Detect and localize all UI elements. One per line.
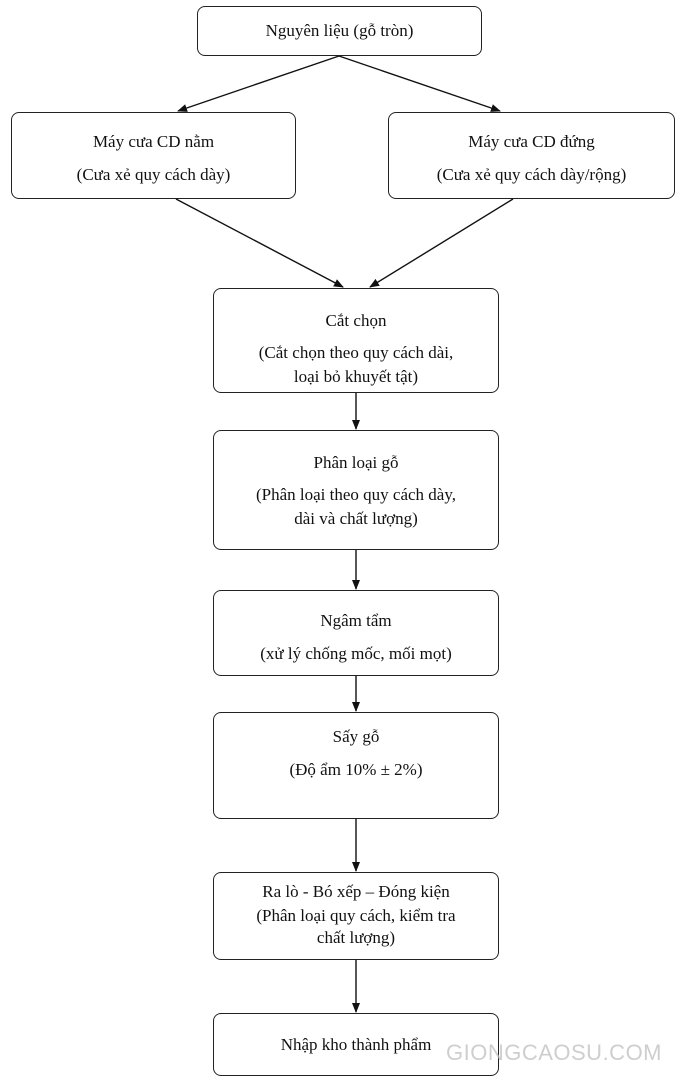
node-packing: Ra lò - Bó xếp – Đóng kiện (Phân loại qu… — [213, 872, 499, 960]
node-vertical-saw-title: Máy cưa CD đứng — [468, 132, 595, 151]
node-vertical-saw: Máy cưa CD đứng (Cưa xẻ quy cách dày/rộn… — [388, 112, 675, 199]
node-cross-cut: Cắt chọn (Cắt chọn theo quy cách dài, lo… — [213, 288, 499, 393]
watermark: GIONGCAOSU.COM — [446, 1040, 663, 1065]
node-drying: Sấy gỗ (Độ ẩm 10% ± 2%) — [213, 712, 499, 819]
node-vertical-saw-detail: (Cưa xẻ quy cách dày/rộng) — [436, 165, 627, 184]
node-cross-cut-title: Cắt chọn — [325, 311, 387, 330]
node-horizontal-saw: Máy cưa CD nằm (Cưa xẻ quy cách dày) — [11, 112, 296, 199]
arrow-raw-to-vertical-saw — [338, 55, 501, 112]
node-soaking: Ngâm tẩm (xử lý chống mốc, mối mọt) — [213, 590, 499, 676]
node-drying-detail: (Độ ẩm 10% ± 2%) — [289, 760, 423, 779]
node-warehouse: Nhập kho thành phẩm — [213, 1013, 499, 1076]
node-warehouse-title: Nhập kho thành phẩm — [280, 1034, 432, 1054]
node-packing-detail-line-2: chất lượng) — [316, 928, 396, 947]
arrow-raw-to-horizontal-saw — [177, 55, 340, 112]
node-sorting-title: Phân loại gỗ — [313, 453, 399, 472]
node-horizontal-saw-detail: (Cưa xẻ quy cách dày) — [76, 165, 231, 184]
node-packing-detail-line-1: (Phân loại quy cách, kiểm tra — [256, 906, 456, 925]
arrow-vertical-saw-to-cross-cut — [369, 198, 514, 288]
node-cross-cut-detail-line-2: loại bỏ khuyết tật) — [293, 367, 419, 386]
node-soaking-detail: (xử lý chống mốc, mối mọt) — [260, 644, 452, 663]
node-sorting-detail-line-1: (Phân loại theo quy cách dày, — [256, 485, 456, 504]
node-sorting-detail-line-2: dài và chất lượng) — [294, 509, 418, 528]
arrow-horizontal-saw-to-cross-cut — [175, 198, 344, 288]
node-soaking-title: Ngâm tẩm — [320, 611, 392, 630]
node-drying-title: Sấy gỗ — [332, 727, 380, 746]
node-packing-title: Ra lò - Bó xếp – Đóng kiện — [262, 882, 450, 901]
node-raw-material-title: Nguyên liệu (gỗ tròn) — [265, 21, 414, 40]
node-raw-material: Nguyên liệu (gỗ tròn) — [197, 6, 482, 56]
node-sorting: Phân loại gỗ (Phân loại theo quy cách dà… — [213, 430, 499, 550]
node-cross-cut-detail-line-1: (Cắt chọn theo quy cách dài, — [258, 343, 454, 362]
node-horizontal-saw-title: Máy cưa CD nằm — [92, 132, 215, 151]
